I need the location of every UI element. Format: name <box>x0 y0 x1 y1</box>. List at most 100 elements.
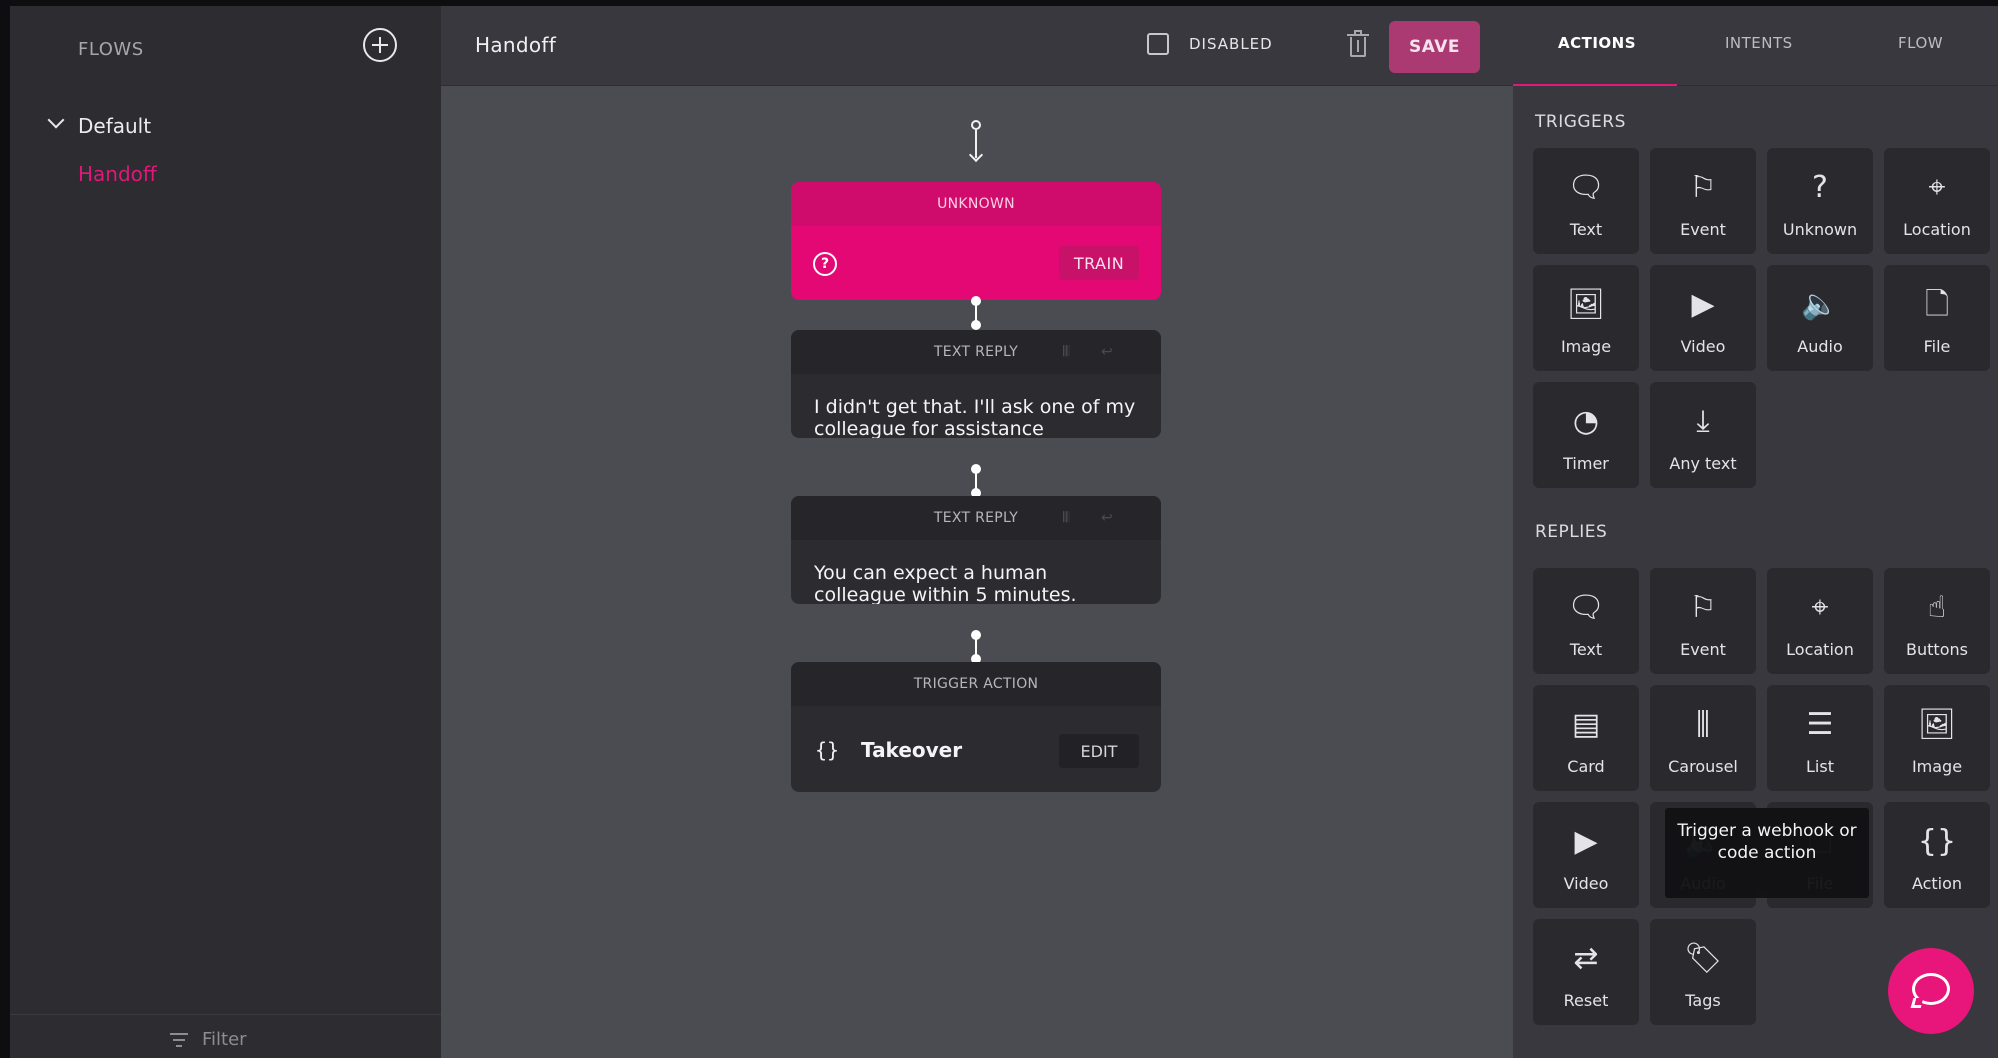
tile-timer[interactable]: ◔Timer <box>1533 382 1639 488</box>
flow-item-handoff[interactable]: Handoff <box>78 162 157 186</box>
tile-event[interactable]: ⚐ Event <box>1650 148 1756 254</box>
reply-arrow-icon[interactable]: ↩ <box>1101 344 1113 360</box>
active-tab-indicator <box>1513 84 1677 86</box>
node-type-label: TEXT REPLY <box>791 330 1161 374</box>
image-icon: 🖼 <box>1566 287 1606 322</box>
flows-sidebar: FLOWS Default Handoff Filter <box>10 6 441 1058</box>
tile-text[interactable]: 🗨Text <box>1533 568 1639 674</box>
tile-label: Location <box>1903 220 1971 239</box>
reply-text[interactable]: I didn't get that. I'll ask one of my co… <box>814 396 1136 438</box>
tile-label: Card <box>1567 757 1605 776</box>
node-mini-icons: 𝄃𝄃 ↩ <box>1063 344 1123 360</box>
crosshair-icon: ⌖ <box>1811 590 1829 625</box>
reset-icon: ⇄ <box>1573 941 1599 976</box>
filter-input[interactable]: Filter <box>202 1029 247 1050</box>
tile-location[interactable]: ⌖ Location <box>1767 568 1873 674</box>
sidebar-title: FLOWS <box>78 39 144 60</box>
tile-location[interactable]: ⌖ Location <box>1884 148 1990 254</box>
reply-arrow-icon[interactable]: ↩ <box>1101 510 1113 526</box>
replies-section-title: REPLIES <box>1535 522 1608 542</box>
tile-image[interactable]: 🖼 Image <box>1884 685 1990 791</box>
text-reply-node[interactable]: TEXT REPLY 𝄃𝄃 ↩ I didn't get that. I'll … <box>791 330 1161 438</box>
flow-canvas[interactable]: UNKNOWN ? TRAIN TEXT REPLY 𝄃𝄃 ↩ I didn't… <box>441 86 1513 1058</box>
text-reply-node[interactable]: TEXT REPLY 𝄃𝄃 ↩ You can expect a human c… <box>791 496 1161 604</box>
disabled-checkbox[interactable] <box>1147 33 1169 55</box>
trash-icon[interactable] <box>1347 30 1369 58</box>
train-button[interactable]: TRAIN <box>1059 246 1139 280</box>
chevron-down-icon[interactable] <box>47 111 65 129</box>
tile-label: List <box>1806 757 1834 776</box>
tile-list[interactable]: ☰List <box>1767 685 1873 791</box>
tile-label: Video <box>1680 337 1726 356</box>
tile-tags[interactable]: 🏷Tags <box>1650 919 1756 1025</box>
image-icon: 🖼 <box>1917 707 1957 742</box>
panel-tabs: ACTIONS INTENTS FLOW <box>1513 6 1998 86</box>
sidebar-header: FLOWS <box>10 6 441 86</box>
braces-icon: {} <box>815 738 840 762</box>
tile-unknown[interactable]: ? Unknown <box>1767 148 1873 254</box>
edit-button[interactable]: EDIT <box>1059 734 1139 768</box>
question-circle-icon: ? <box>1812 170 1828 205</box>
tile-event[interactable]: ⚐Event <box>1650 568 1756 674</box>
tile-video[interactable]: ▶ Video <box>1533 802 1639 908</box>
tile-label: Reset <box>1563 991 1609 1010</box>
trigger-action-node[interactable]: TRIGGER ACTION {} Takeover EDIT <box>791 662 1161 792</box>
tile-action[interactable]: {} Action <box>1884 802 1990 908</box>
tile-label: Image <box>1911 757 1963 776</box>
tile-text[interactable]: 🗨 Text <box>1533 148 1639 254</box>
tile-label: Any text <box>1669 454 1737 473</box>
speaker-icon: 🔈 <box>1801 287 1839 322</box>
question-circle-icon: ? <box>813 252 837 276</box>
tile-label: Unknown <box>1782 220 1858 239</box>
tile-label: Text <box>1569 640 1603 659</box>
save-button[interactable]: SAVE <box>1389 21 1480 73</box>
flag-icon: ⚐ <box>1689 170 1717 205</box>
tile-card[interactable]: ▤Card <box>1533 685 1639 791</box>
node-connector <box>971 464 981 498</box>
file-icon: 🗋 <box>1924 287 1950 322</box>
tile-label: Event <box>1680 220 1726 239</box>
flow-name-title[interactable]: Handoff <box>475 33 557 57</box>
tab-intents[interactable]: INTENTS <box>1725 34 1793 52</box>
tree-group-label[interactable]: Default <box>78 114 152 138</box>
chat-bubble-icon[interactable] <box>1888 948 1974 1034</box>
tile-any-text[interactable]: ⤓Any text <box>1650 382 1756 488</box>
tile-video[interactable]: ▶ Video <box>1650 265 1756 371</box>
speech-bubble-icon: 🗨 <box>1566 170 1606 205</box>
tile-label: Action <box>1911 874 1963 893</box>
reply-text[interactable]: You can expect a human colleague within … <box>814 562 1077 604</box>
disabled-label[interactable]: DISABLED <box>1189 35 1273 53</box>
editor-toolbar: Handoff DISABLED SAVE <box>441 6 1513 86</box>
action-name: Takeover <box>861 738 963 762</box>
tile-image[interactable]: 🖼Image <box>1533 265 1639 371</box>
tile-label: Location <box>1786 640 1854 659</box>
timer-icon: ◔ <box>1572 404 1600 439</box>
video-icon: ▶ <box>1574 824 1598 859</box>
video-icon: ▶ <box>1691 287 1715 322</box>
tile-carousel[interactable]: ⫼Carousel <box>1650 685 1756 791</box>
flow-entry-arrow-icon <box>968 120 984 163</box>
tab-flow[interactable]: FLOW <box>1898 34 1944 52</box>
flow-editor: Handoff DISABLED SAVE UNKNOWN ? TRAIN TE… <box>441 6 1513 1058</box>
node-type-label: TEXT REPLY <box>791 496 1161 540</box>
tile-label: Text <box>1569 220 1603 239</box>
tab-actions[interactable]: ACTIONS <box>1558 34 1637 52</box>
action-tooltip: Trigger a webhook or code action <box>1665 808 1869 898</box>
add-flow-icon[interactable] <box>363 28 397 62</box>
tile-label: Video <box>1563 874 1609 893</box>
tile-buttons[interactable]: ☝Buttons <box>1884 568 1990 674</box>
braces-icon: {} <box>1917 824 1957 859</box>
tile-reset[interactable]: ⇄ Reset <box>1533 919 1639 1025</box>
filter-icon <box>170 1033 188 1047</box>
audio-wave-icon[interactable]: 𝄃𝄃 <box>1063 510 1070 526</box>
audio-wave-icon[interactable]: 𝄃𝄃 <box>1063 344 1070 360</box>
tile-label: Event <box>1680 640 1726 659</box>
tree-group-default[interactable]: Default <box>40 110 400 140</box>
pointer-hand-icon: ☝ <box>1927 590 1947 625</box>
node-type-label: UNKNOWN <box>791 182 1161 226</box>
tile-audio[interactable]: 🔈Audio <box>1767 265 1873 371</box>
trigger-node-unknown[interactable]: UNKNOWN ? TRAIN <box>791 182 1161 300</box>
crosshair-icon: ⌖ <box>1928 170 1946 205</box>
filter-bar[interactable]: Filter <box>10 1014 441 1058</box>
tile-file[interactable]: 🗋File <box>1884 265 1990 371</box>
